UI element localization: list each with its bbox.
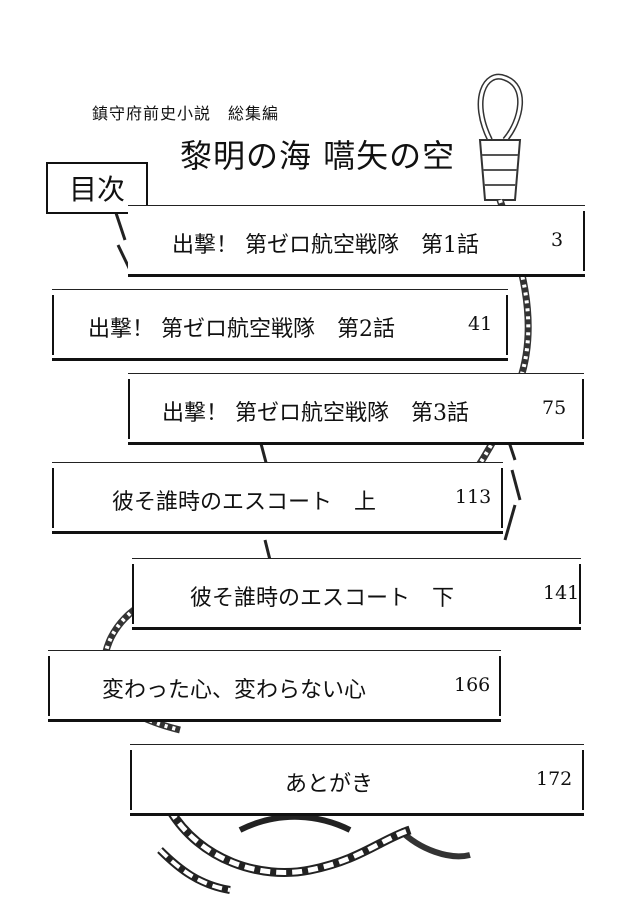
toc-entry[interactable]: 出撃！ 第ゼロ航空戦隊 第1話 3 [128, 205, 585, 277]
collection-subtitle: 鎮守府前史小説 総集編 [92, 104, 280, 123]
toc-entry[interactable]: あとがき 172 [130, 744, 584, 816]
entry-title: 出撃！ 第ゼロ航空戦隊 第3話 [162, 401, 469, 426]
entry-page-number: 113 [455, 486, 492, 508]
toc-entry[interactable]: 彼そ誰時のエスコート 下 141 [132, 558, 581, 630]
entry-title: 出撃！ 第ゼロ航空戦隊 第1話 [172, 233, 479, 258]
entry-page-number: 172 [536, 768, 573, 790]
entry-page-number: 166 [454, 674, 491, 696]
toc-entry[interactable]: 出撃！ 第ゼロ航空戦隊 第2話 41 [52, 289, 508, 361]
entry-title: 彼そ誰時のエスコート 上 [112, 490, 377, 515]
toc-entry[interactable]: 出撃！ 第ゼロ航空戦隊 第3話 75 [128, 373, 584, 445]
entry-title: 出撃！ 第ゼロ航空戦隊 第2話 [88, 317, 395, 342]
toc-entry[interactable]: 変わった心、変わらない心 166 [48, 650, 501, 722]
entry-page-number: 3 [551, 229, 564, 251]
entry-title: 変わった心、変わらない心 [102, 678, 367, 703]
book-title: 黎明の海 嚆矢の空 [180, 137, 456, 175]
toc-entry[interactable]: 彼そ誰時のエスコート 上 113 [52, 462, 503, 534]
entry-title: 彼そ誰時のエスコート 下 [190, 586, 455, 611]
entry-page-number: 41 [468, 313, 493, 335]
entry-page-number: 75 [542, 397, 567, 419]
entry-page-number: 141 [543, 582, 580, 604]
entry-title: あとがき [285, 772, 374, 797]
